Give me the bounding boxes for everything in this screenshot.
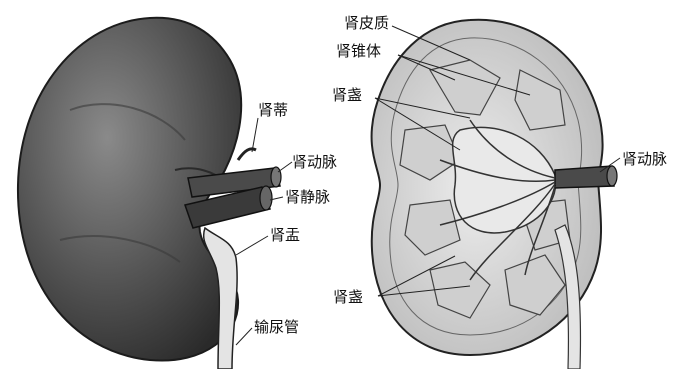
renal-vein-label: 肾静脉 xyxy=(285,190,330,205)
section-artery-vessel xyxy=(555,166,614,188)
renal-pyramid-label: 肾锥体 xyxy=(336,44,381,59)
external-kidney xyxy=(18,18,281,369)
sectioned-kidney xyxy=(372,20,617,369)
renal-pelvis-label: 肾盂 xyxy=(270,228,300,243)
renal-hilum-label: 肾蒂 xyxy=(258,103,288,118)
renal-calyx-upper-label: 肾盏 xyxy=(332,88,362,103)
ureter-label: 输尿管 xyxy=(254,320,299,335)
renal-artery-label-left: 肾动脉 xyxy=(292,155,337,170)
renal-cortex-label: 肾皮质 xyxy=(344,16,389,31)
renal-artery-label-right: 肾动脉 xyxy=(622,152,667,167)
renal-calyx-lower-label: 肾盏 xyxy=(333,290,363,305)
